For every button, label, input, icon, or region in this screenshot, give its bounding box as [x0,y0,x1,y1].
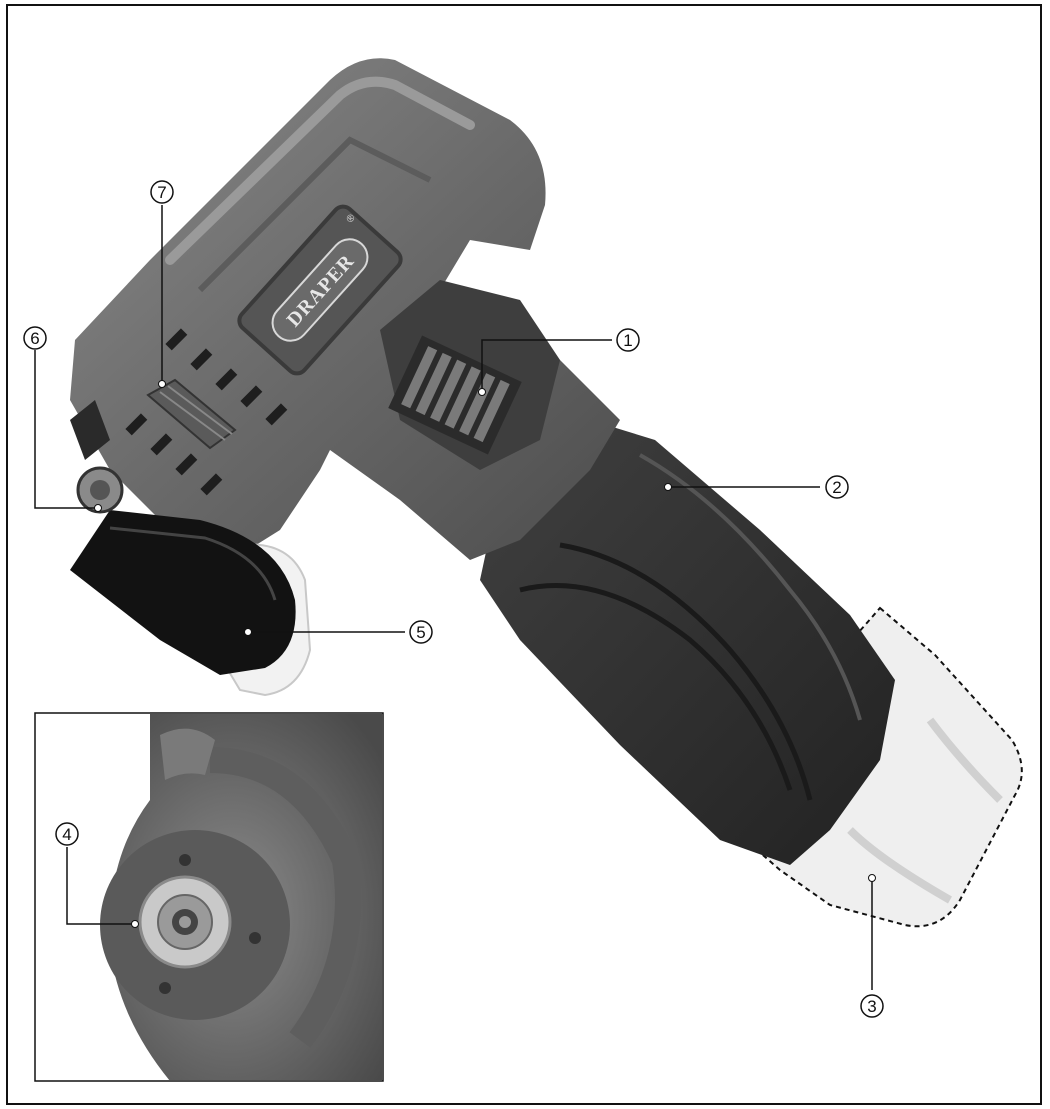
cutting-disc [70,510,296,675]
tool-housing: DRAPER ® [70,58,620,560]
spindle-lock-button [146,378,237,450]
power-switch [380,280,560,470]
handle-grip [480,420,895,865]
inset-spindle-illustration [36,714,382,1080]
callout-number: 7 [157,183,166,202]
callout-4: 4 [55,822,79,846]
callout-2: 2 [825,475,849,499]
callout-number: 1 [623,331,632,350]
leader-1 [481,339,612,392]
callout-leaders [34,205,873,990]
brand-plate: DRAPER ® [237,204,403,376]
spindle-nut [70,400,124,514]
callout-5: 5 [409,620,433,644]
callout-6: 6 [23,326,47,350]
callout-number: 5 [416,623,425,642]
callout-number: 6 [30,329,39,348]
callout-number: 3 [867,997,876,1016]
callout-1: 1 [616,328,640,352]
inset-panel [34,712,384,1082]
vent-slots [125,328,288,496]
callout-number: 2 [832,478,841,497]
leader-6 [34,350,98,509]
figure-frame [6,4,1042,1105]
callout-7: 7 [150,180,174,204]
leader-4 [66,847,135,925]
callout-3: 3 [860,994,884,1018]
callout-dots [94,380,876,928]
callout-number: 4 [62,825,71,844]
